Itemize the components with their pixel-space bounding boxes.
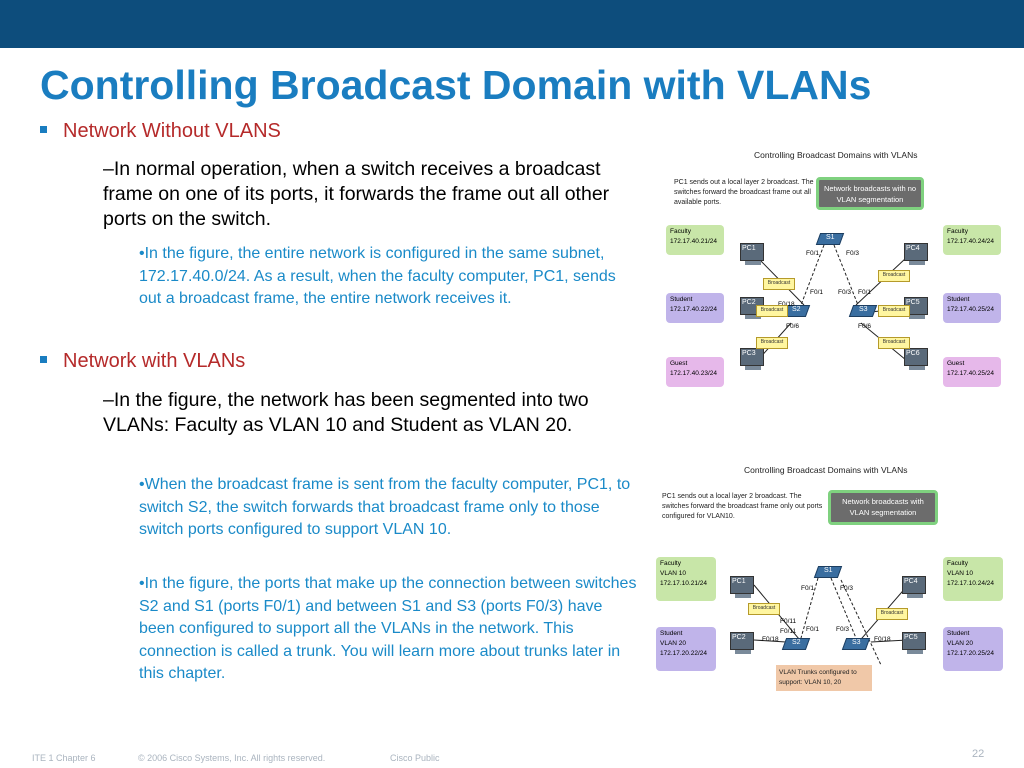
figure-title: Controlling Broadcast Domains with VLANs [744, 465, 908, 475]
slide-title: Controlling Broadcast Domain with VLANs [40, 62, 872, 108]
broadcast-frame: Broadcast [756, 337, 788, 349]
port-label: F0/11 [780, 618, 797, 625]
figure-note: PC1 sends out a local layer 2 broadcast.… [674, 179, 814, 206]
pc-icon: PC6 [904, 348, 928, 370]
page-number: 22 [972, 748, 985, 760]
link-lines [753, 577, 909, 666]
pc-icon: PC1 [730, 576, 754, 598]
port-label: F0/1 [858, 289, 872, 296]
figure-title: Controlling Broadcast Domains with VLANs [754, 150, 918, 160]
figure-with-vlans: Controlling Broadcast Domains with VLANs… [656, 460, 1006, 705]
detail-point: •In the figure, the ports that make up t… [139, 575, 637, 682]
figure-note: PC1 sends out a local layer 2 broadcast.… [662, 493, 823, 520]
footer-course: ITE 1 Chapter 6 [32, 753, 96, 763]
port-label: F0/18 [762, 636, 779, 643]
sub-point: –In the figure, the network has been seg… [103, 389, 589, 436]
pc-icon: PC1 [740, 243, 764, 265]
footer-copyright: © 2006 Cisco Systems, Inc. All rights re… [138, 753, 326, 763]
network-broadcast-box: Network broadcasts with VLAN segmentatio… [828, 490, 938, 525]
pc-icon: PC5 [902, 632, 926, 654]
top-banner [0, 0, 1024, 48]
port-label: F0/18 [874, 636, 891, 643]
pc-icon: PC2 [730, 632, 754, 654]
footer-classification: Cisco Public [390, 753, 440, 763]
pc-icon: PC4 [902, 576, 926, 598]
bullet-square-icon [40, 126, 47, 134]
switch-label: S1 [826, 234, 835, 241]
switch-label: S3 [859, 306, 868, 313]
bullet-network-with-vlans: Network with VLANs [40, 350, 245, 373]
port-label: F0/1 [801, 585, 815, 592]
port-label: F0/3 [846, 250, 860, 257]
broadcast-frame: Broadcast [878, 270, 910, 282]
port-label: F0/1 [806, 626, 820, 633]
detail-point: •When the broadcast frame is sent from t… [139, 476, 631, 538]
pc-icon: PC4 [904, 243, 928, 265]
port-label: F0/6 [858, 323, 872, 330]
vlan-trunk-note: VLAN Trunks configured to support: VLAN … [776, 665, 872, 691]
switch-label: S2 [792, 639, 801, 646]
port-label: F0/11 [780, 628, 797, 635]
detail-point: •In the figure, the entire network is co… [139, 245, 616, 307]
bullet-label: Network Without VLANS [63, 120, 281, 142]
port-label: F0/3 [838, 289, 852, 296]
figure-no-vlans: Controlling Broadcast Domains with VLANs… [666, 145, 1006, 387]
switch-label: S1 [824, 567, 833, 574]
switch-label: S2 [792, 306, 801, 313]
network-broadcast-box: Network broadcasts with no VLAN segmenta… [816, 177, 924, 210]
port-label: F0/18 [778, 301, 795, 308]
broadcast-frame: Broadcast [876, 608, 908, 620]
port-label: F0/1 [806, 250, 820, 257]
broadcast-frame: Broadcast [878, 305, 910, 317]
broadcast-frame: Broadcast [756, 305, 788, 317]
port-label: F0/6 [786, 323, 800, 330]
bullet-square-icon [40, 356, 47, 364]
bullet-network-without-vlans: Network Without VLANS [40, 120, 281, 143]
bullet-label: Network with VLANs [63, 350, 246, 372]
broadcast-frame: Broadcast [878, 337, 910, 349]
port-label: F0/3 [836, 626, 850, 633]
port-label: F0/1 [810, 289, 824, 296]
port-label: F0/3 [840, 585, 854, 592]
broadcast-frame: Broadcast [748, 603, 780, 615]
sub-point: –In normal operation, when a switch rece… [103, 158, 610, 230]
pc-icon: PC3 [740, 348, 764, 370]
switch-label: S3 [852, 639, 861, 646]
broadcast-frame: Broadcast [763, 278, 795, 290]
